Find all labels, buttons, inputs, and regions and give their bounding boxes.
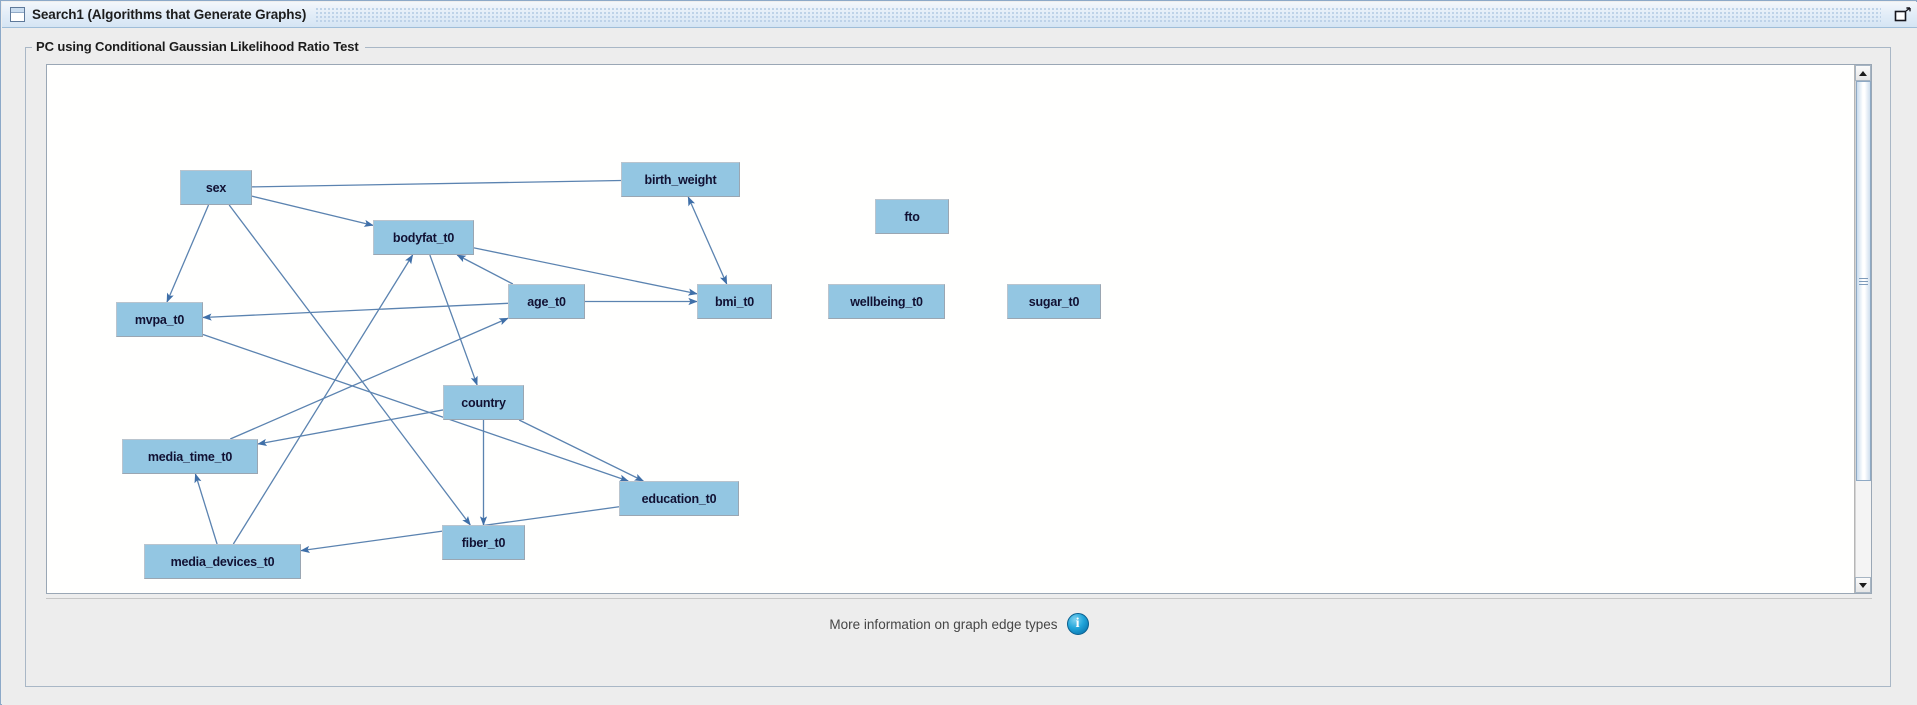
graph-edge-media_time_t0-to-age_t0[interactable]	[229, 317, 509, 440]
graph-edge-age_t0-to-mvpa_t0[interactable]	[202, 302, 509, 321]
graph-edge-bodyfat_t0-to-bmi_t0[interactable]	[473, 247, 698, 296]
footer-info-row: More information on graph edge types i	[829, 613, 1089, 635]
graph-edge-sex-to-bodyfat_t0[interactable]	[251, 195, 374, 227]
graph-node-label: fiber_t0	[461, 535, 506, 550]
graph-edge-sex-to-mvpa_t0[interactable]	[166, 204, 210, 303]
titlebar-texture	[316, 5, 1881, 24]
titlebar-button-group	[1881, 5, 1913, 25]
window-content: PC using Conditional Gaussian Likelihood…	[2, 28, 1917, 705]
graph-edge-media_devices_t0-to-bodyfat_t0[interactable]	[232, 254, 414, 545]
algorithm-result-group: PC using Conditional Gaussian Likelihood…	[25, 39, 1891, 687]
graph-node-sex[interactable]: sex	[180, 170, 252, 205]
graph-node-age_t0[interactable]: age_t0	[508, 284, 585, 319]
graph-node-fto[interactable]: fto	[875, 199, 949, 234]
scroll-down-button[interactable]	[1855, 577, 1871, 593]
graph-edge-country-to-media_time_t0[interactable]	[257, 409, 444, 446]
graph-edge-bodyfat_t0-to-country[interactable]	[429, 254, 478, 386]
legend-right-line	[364, 47, 1890, 48]
graph-edge-sex-to-birth_weight[interactable]	[251, 179, 622, 188]
restore-window-icon	[1894, 7, 1911, 22]
graph-node-label: media_devices_t0	[170, 554, 275, 569]
graph-node-education_t0[interactable]: education_t0	[619, 481, 739, 516]
graph-node-label: bodyfat_t0	[392, 230, 455, 245]
graph-node-media_time_t0[interactable]: media_time_t0	[122, 439, 258, 474]
graph-node-label: sex	[205, 180, 227, 195]
legend-left-stub	[26, 47, 32, 48]
scroll-up-button[interactable]	[1855, 65, 1871, 81]
graph-edge-layer	[166, 179, 728, 554]
graph-edge-birth_weight-to-bmi_t0[interactable]	[687, 196, 728, 285]
graph-node-label: country	[461, 395, 506, 410]
graph-edge-media_devices_t0-to-media_time_t0[interactable]	[194, 473, 218, 545]
graph-edge-country-to-education_t0[interactable]	[518, 419, 645, 482]
scroll-up-arrow-icon	[1859, 70, 1867, 76]
graph-node-media_devices_t0[interactable]: media_devices_t0	[144, 544, 301, 579]
window-title: Search1 (Algorithms that Generate Graphs…	[32, 7, 307, 22]
scrollbar-track[interactable]	[1855, 81, 1871, 577]
graph-edge-mvpa_t0-to-education_t0[interactable]	[202, 333, 629, 482]
scroll-down-arrow-icon	[1859, 582, 1867, 588]
graph-vertical-scrollbar[interactable]	[1854, 65, 1871, 593]
scrollbar-grip-icon	[1859, 277, 1868, 285]
graph-node-label: sugar_t0	[1028, 294, 1080, 309]
group-legend-text: PC using Conditional Gaussian Likelihood…	[36, 39, 359, 54]
graph-node-label: wellbeing_t0	[850, 294, 923, 309]
graph-node-label: birth_weight	[644, 172, 717, 187]
graph-footer: More information on graph edge types i	[46, 598, 1872, 666]
window-icon	[10, 7, 25, 22]
footer-info-text: More information on graph edge types	[829, 616, 1058, 632]
graph-node-mvpa_t0[interactable]: mvpa_t0	[116, 302, 203, 337]
graph-node-fiber_t0[interactable]: fiber_t0	[442, 525, 525, 560]
graph-node-label: age_t0	[527, 294, 566, 309]
graph-edge-sex-to-fiber_t0[interactable]	[228, 204, 471, 526]
window-titlebar[interactable]: Search1 (Algorithms that Generate Graphs…	[2, 2, 1917, 28]
graph-node-birth_weight[interactable]: birth_weight	[621, 162, 740, 197]
graph-node-label: mvpa_t0	[134, 312, 185, 327]
restore-window-button[interactable]	[1891, 5, 1913, 25]
group-legend-row: PC using Conditional Gaussian Likelihood…	[26, 38, 1890, 56]
scrollbar-thumb[interactable]	[1856, 81, 1871, 481]
graph-node-label: bmi_t0	[714, 294, 755, 309]
graph-node-bodyfat_t0[interactable]: bodyfat_t0	[373, 220, 474, 255]
graph-node-wellbeing_t0[interactable]: wellbeing_t0	[828, 284, 945, 319]
graph-node-label: media_time_t0	[147, 449, 233, 464]
graph-node-bmi_t0[interactable]: bmi_t0	[697, 284, 772, 319]
graph-node-sugar_t0[interactable]: sugar_t0	[1007, 284, 1101, 319]
graph-node-label: education_t0	[641, 491, 717, 506]
graph-node-label: fto	[904, 209, 920, 224]
graph-node-country[interactable]: country	[443, 385, 524, 420]
info-icon[interactable]: i	[1066, 613, 1089, 635]
graph-edge-age_t0-to-bodyfat_t0[interactable]	[456, 254, 514, 285]
